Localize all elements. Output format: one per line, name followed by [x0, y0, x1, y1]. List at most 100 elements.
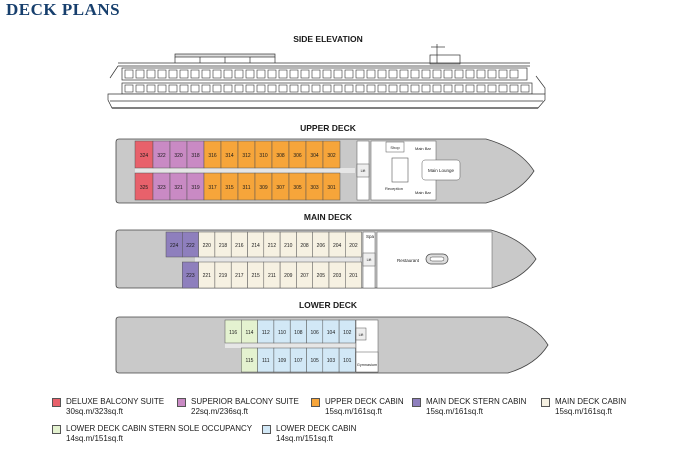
legend-swatch — [177, 398, 186, 407]
legend-size: 22sq.m/236sq.ft — [191, 407, 248, 416]
legend-name: LOWER DECK CABIN STERN SOLE OCCUPANCY — [66, 424, 253, 433]
lounge-area — [421, 159, 461, 181]
cabin-number: 116 — [229, 330, 237, 336]
cabin-number: 305 — [293, 185, 302, 191]
cabin-number: 317 — [208, 185, 217, 191]
cabin-number: 306 — [293, 153, 302, 159]
cabin-number: 210 — [284, 243, 293, 249]
legend-name: MAIN DECK STERN CABIN — [426, 397, 527, 406]
upper-corridor — [135, 168, 355, 173]
cabin-101 — [338, 347, 356, 373]
main-lift — [362, 252, 376, 267]
cabin-number: 319 — [191, 185, 200, 191]
cabin-201 — [345, 261, 362, 289]
legend-swatch — [311, 398, 320, 407]
cabin-number: 322 — [157, 153, 166, 159]
cabin-number: 209 — [284, 273, 293, 279]
cabin-number: 205 — [317, 273, 326, 279]
cabin-number: 112 — [262, 330, 270, 336]
shop-label: Shop — [390, 145, 400, 150]
cabin-number: 103 — [327, 358, 336, 364]
cabin-number: 325 — [140, 185, 149, 191]
upper-deck-label: UPPER DECK — [300, 123, 356, 133]
cabin-number: 221 — [203, 273, 212, 279]
cabin-number: 203 — [333, 273, 342, 279]
cabin-number: 320 — [174, 153, 183, 159]
cabin-302 — [322, 140, 341, 169]
legend-swatch — [262, 425, 271, 434]
cabin-number: 219 — [219, 273, 228, 279]
cabin-number: 301 — [327, 185, 336, 191]
cabin-number: 201 — [349, 273, 358, 279]
cabin-number: 114 — [245, 330, 253, 336]
cabin-102 — [338, 319, 356, 344]
cabin-number: 110 — [278, 330, 286, 336]
main-corridor — [195, 257, 360, 262]
legend-size: 15sq.m/161sq.ft — [426, 407, 483, 416]
legend-name: UPPER DECK CABIN — [325, 397, 404, 406]
cabin-number: 107 — [294, 358, 303, 364]
cabin-number: 211 — [268, 273, 276, 279]
cabin-number: 321 — [174, 185, 183, 191]
main-lounge-label: Main Lounge — [428, 168, 455, 173]
legend-size: 30sq.m/323sq.ft — [66, 407, 123, 416]
cabin-number: 212 — [268, 243, 277, 249]
cabin-number: 105 — [310, 358, 319, 364]
cabin-number: 223 — [186, 273, 195, 279]
cabin-number: 318 — [191, 153, 200, 159]
upper-lift — [356, 163, 370, 178]
side-elevation-label: SIDE ELEVATION — [293, 34, 363, 44]
restaurant-label: Restaurant — [397, 258, 420, 263]
shop-room — [385, 141, 405, 153]
legend-swatch — [52, 425, 61, 434]
spa-label: Spa — [366, 234, 375, 239]
cabin-number: 220 — [203, 243, 212, 249]
legend-size: 15sq.m/161sq.ft — [325, 407, 382, 416]
cabin-number: 215 — [251, 273, 260, 279]
reception-desk — [391, 157, 409, 183]
cabin-number: 324 — [140, 153, 149, 159]
lift-label: Lift — [361, 169, 366, 173]
legend-name: DELUXE BALCONY SUITE — [66, 397, 165, 406]
cabin-number: 323 — [157, 185, 166, 191]
legend-size: 15sq.m/161sq.ft — [555, 407, 612, 416]
main-bar-label: Main Bar — [415, 190, 432, 195]
cabin-301 — [322, 172, 341, 201]
cabin-number: 104 — [327, 330, 336, 336]
cabin-number: 218 — [219, 243, 228, 249]
cabin-number: 206 — [317, 243, 326, 249]
cabin-number: 204 — [333, 243, 342, 249]
cabin-number: 310 — [259, 153, 268, 159]
cabin-number: 217 — [235, 273, 244, 279]
legend-name: SUPERIOR BALCONY SUITE — [191, 397, 299, 406]
cabin-number: 202 — [349, 243, 358, 249]
cabin-number: 315 — [225, 185, 234, 191]
main-bar-label: Main Bar — [415, 146, 432, 151]
cabin-number: 311 — [243, 185, 251, 191]
cabin-number: 108 — [294, 330, 303, 336]
cabin-number: 106 — [310, 330, 319, 336]
cabin-number: 302 — [327, 153, 336, 159]
cabin-number: 111 — [262, 358, 270, 364]
main-deck-label: MAIN DECK — [303, 212, 353, 222]
lower-corridor — [225, 343, 355, 348]
lift-label: Lift — [359, 333, 364, 337]
legend-name: LOWER DECK CABIN — [276, 424, 357, 433]
lower-deck-label: LOWER DECK — [298, 300, 358, 310]
cabin-number: 214 — [251, 243, 260, 249]
cabin-number: 222 — [186, 243, 195, 249]
legend-size: 14sq.m/151sq.ft — [276, 434, 333, 443]
cabin-number: 216 — [235, 243, 244, 249]
page-title: DECK PLANS — [6, 0, 121, 19]
legend-swatch — [541, 398, 550, 407]
legend-swatch — [412, 398, 421, 407]
cabin-number: 304 — [310, 153, 319, 159]
cabin-number: 207 — [300, 273, 309, 279]
cabin-number: 309 — [259, 185, 268, 191]
cabin-202 — [345, 231, 362, 258]
cabin-number: 303 — [310, 185, 319, 191]
reception-label: Reception — [385, 186, 403, 191]
cabin-number: 314 — [225, 153, 234, 159]
cabin-number: 115 — [245, 358, 253, 364]
